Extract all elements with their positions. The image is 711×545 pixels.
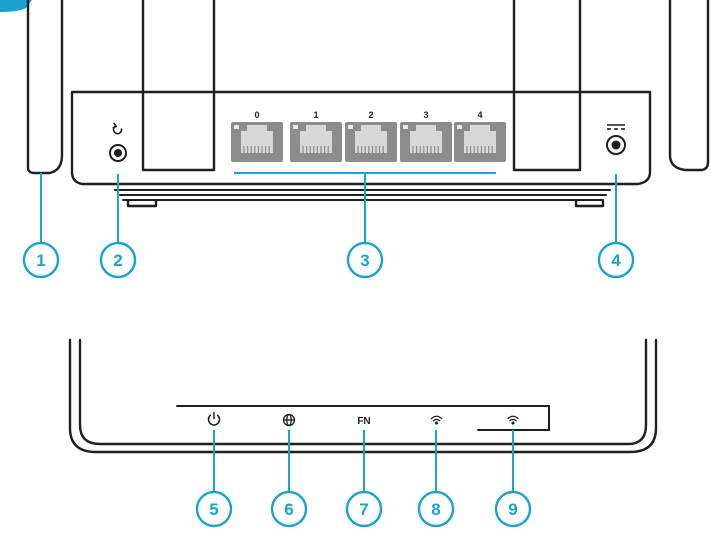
port-label: 2 (368, 110, 373, 120)
front-body-inner (78, 338, 648, 446)
antenna-inner-left (141, 0, 216, 172)
dc-power-icon (607, 124, 625, 130)
callout-number: 4 (611, 251, 621, 270)
callout-9: 9 (494, 430, 532, 528)
callouts: 1 2 3 4 5 6 7 8 9 (22, 173, 635, 528)
wifi-icon (507, 415, 519, 425)
globe-icon (282, 413, 296, 427)
callout-number: 9 (508, 500, 517, 519)
ethernet-ports: 0 1 2 3 4 (231, 110, 506, 162)
port-label: 4 (477, 110, 482, 120)
ethernet-port-3: 3 (400, 110, 452, 162)
ethernet-port-1: 1 (290, 110, 342, 162)
brand-accent-mark (0, 0, 32, 12)
port-label: 1 (313, 110, 318, 120)
router-body (70, 90, 652, 186)
reset-icon (112, 122, 123, 135)
callout-number: 1 (36, 251, 45, 270)
power-icon (207, 411, 221, 426)
dc-power-jack (606, 135, 626, 155)
callout-3: 3 (346, 174, 384, 279)
callout-5: 5 (195, 430, 233, 528)
port-label: 3 (423, 110, 428, 120)
ethernet-port-2: 2 (345, 110, 397, 162)
ethernet-port-0: 0 (231, 110, 283, 162)
fn-label: FN (357, 416, 370, 427)
callout-number: 3 (360, 251, 369, 270)
callout-number: 8 (431, 500, 440, 519)
callout-2: 2 (99, 174, 137, 279)
antenna-left (26, 0, 64, 175)
callout-6: 6 (270, 430, 308, 528)
callout-7: 7 (345, 430, 383, 528)
callout-number: 2 (113, 251, 122, 270)
port-label: 0 (254, 110, 259, 120)
callout-8: 8 (417, 430, 455, 528)
callout-number: 7 (359, 500, 368, 519)
front-indicators: FN (207, 411, 519, 427)
rear-panel (26, 0, 710, 208)
wifi-icon (430, 415, 443, 425)
callout-number: 5 (209, 500, 218, 519)
reset-button (109, 144, 127, 162)
foot-right (574, 199, 605, 208)
ethernet-port-4: 4 (454, 110, 506, 162)
callout-1: 1 (22, 173, 60, 279)
foot-left (126, 199, 158, 208)
antenna-inner-right (512, 0, 582, 172)
antenna-right (668, 0, 710, 172)
callout-number: 6 (284, 500, 293, 519)
callout-4: 4 (597, 174, 635, 279)
